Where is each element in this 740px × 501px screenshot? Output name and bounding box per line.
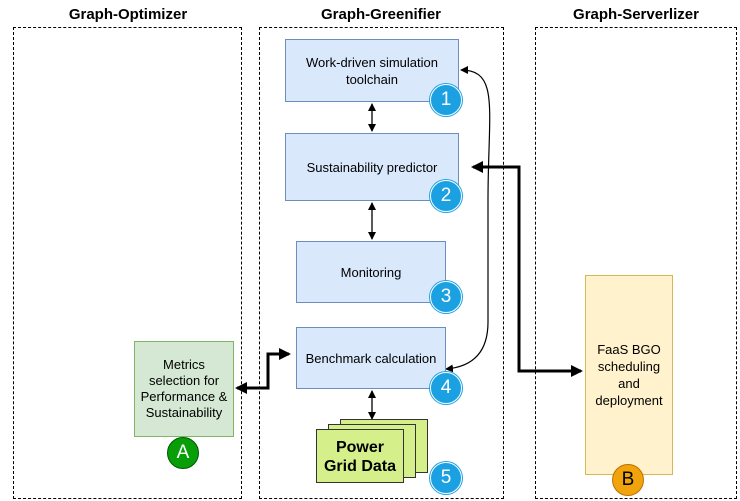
- toolchain-box: Work-driven simulation toolchain: [285, 39, 459, 102]
- faas-scheduling-label: FaaS BGO scheduling and deployment: [595, 342, 663, 408]
- graph-serverlizer-title: Graph-Serverlizer: [573, 6, 699, 23]
- faas-scheduling-box: FaaS BGO scheduling and deployment: [585, 275, 673, 475]
- benchmark-box: Benchmark calculation: [296, 327, 446, 389]
- power-grid-page-front: Power Grid Data: [316, 429, 404, 483]
- badge-4: 4: [430, 372, 462, 404]
- graph-optimizer-title: Graph-Optimizer: [68, 6, 188, 23]
- graph-optimizer-group: [13, 27, 242, 499]
- badge-5: 5: [430, 462, 462, 494]
- monitoring-box: Monitoring: [296, 241, 446, 303]
- metrics-selection-label: Metrics selection for Performance & Sust…: [140, 357, 228, 420]
- badge-1: 1: [430, 84, 462, 116]
- graph-greenifier-title: Graph-Greenifier: [320, 6, 442, 23]
- arrow-predictor-faas: [471, 161, 583, 377]
- arrow-metrics-benchmark: [235, 348, 291, 394]
- badge-a: A: [167, 437, 199, 469]
- badge-b: B: [612, 464, 644, 496]
- badge-2: 2: [430, 180, 462, 212]
- metrics-selection-box: Metrics selection for Performance & Sust…: [134, 341, 234, 437]
- badge-3: 3: [430, 281, 462, 313]
- sustainability-predictor-label: Sustainability predictor: [306, 159, 438, 175]
- power-grid-label: Power Grid Data: [323, 439, 396, 475]
- monitoring-label: Monitoring: [340, 264, 402, 280]
- toolchain-label: Work-driven simulation toolchain: [306, 54, 438, 87]
- benchmark-label: Benchmark calculation: [305, 350, 437, 366]
- arrow-toolchain-benchmark-loop: [445, 66, 491, 373]
